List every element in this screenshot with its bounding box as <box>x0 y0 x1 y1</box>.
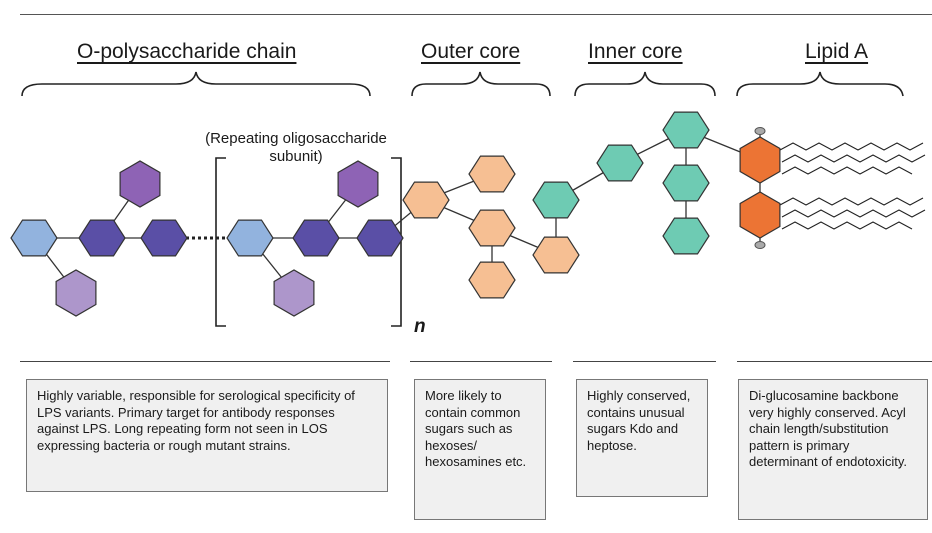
o-chain-hexose-2-hex <box>78 219 126 257</box>
o-polysaccharide-description: Highly variable, responsible for serolog… <box>26 379 388 492</box>
outer-core-sugar-3-hex <box>468 209 516 247</box>
inner-core-description: Highly conserved, contains unusual sugar… <box>576 379 708 497</box>
lipid-a-glucosamine-2-hex <box>739 191 781 239</box>
o-chain-hexose-3-hex <box>140 219 188 257</box>
repeat-unit-branch-top-hex <box>337 160 379 208</box>
outer-core-description: More likely to contain common sugars suc… <box>414 379 546 520</box>
phosphate-dot-top <box>754 127 766 135</box>
inner-core-sugar-2-hex <box>596 144 644 182</box>
inner-core-sugar-5-hex <box>662 217 710 255</box>
repeat-unit-branch-bottom-hex <box>273 269 315 317</box>
repeat-unit-note: (Repeating oligosaccharide subunit) <box>205 130 387 165</box>
lps-structure-diagram <box>10 71 926 327</box>
repeat-unit-hexose-1-hex <box>226 219 274 257</box>
phosphate-dot-bottom <box>754 241 766 249</box>
lipid-a-title: Lipid A <box>805 40 869 63</box>
repeat-unit-hexose-2-hex <box>292 219 340 257</box>
inner-core-sugar-3-hex <box>662 111 710 149</box>
repeat-bracket-left <box>215 157 226 327</box>
lipid-a-glucosamine-1-hex <box>739 136 781 184</box>
repeat-count-label: n <box>414 316 426 337</box>
inner-core-sugar-4-hex <box>662 164 710 202</box>
lipid-a-rule <box>737 361 932 362</box>
lipid-a-brace <box>736 71 904 97</box>
o-chain-branch-bottom-hex <box>55 269 97 317</box>
outer-core-title: Outer core <box>421 40 521 63</box>
o-polysaccharide-title: O-polysaccharide chain <box>77 40 297 63</box>
o-polysaccharide-rule <box>20 361 390 362</box>
outer-core-rule <box>410 361 552 362</box>
inner-core-title: Inner core <box>588 40 683 63</box>
inner-core-rule <box>573 361 716 362</box>
outer-core-sugar-1-hex <box>402 181 450 219</box>
o-chain-hexose-1-hex <box>10 219 58 257</box>
lipid-a-description: Di-glucosamine backbone very highly cons… <box>738 379 928 520</box>
outer-core-sugar-4-hex <box>468 261 516 299</box>
o-chain-branch-top-hex <box>119 160 161 208</box>
outer-core-sugar-2-hex <box>468 155 516 193</box>
top-divider <box>20 14 932 15</box>
outer-core-sugar-5-hex <box>532 236 580 274</box>
outer-core-brace <box>411 71 551 97</box>
o-polysaccharide-brace <box>21 71 371 97</box>
inner-core-brace <box>574 71 716 97</box>
inner-core-sugar-1-hex <box>532 181 580 219</box>
acyl-chains <box>779 142 926 230</box>
repeat-unit-hexose-3-hex <box>356 219 404 257</box>
